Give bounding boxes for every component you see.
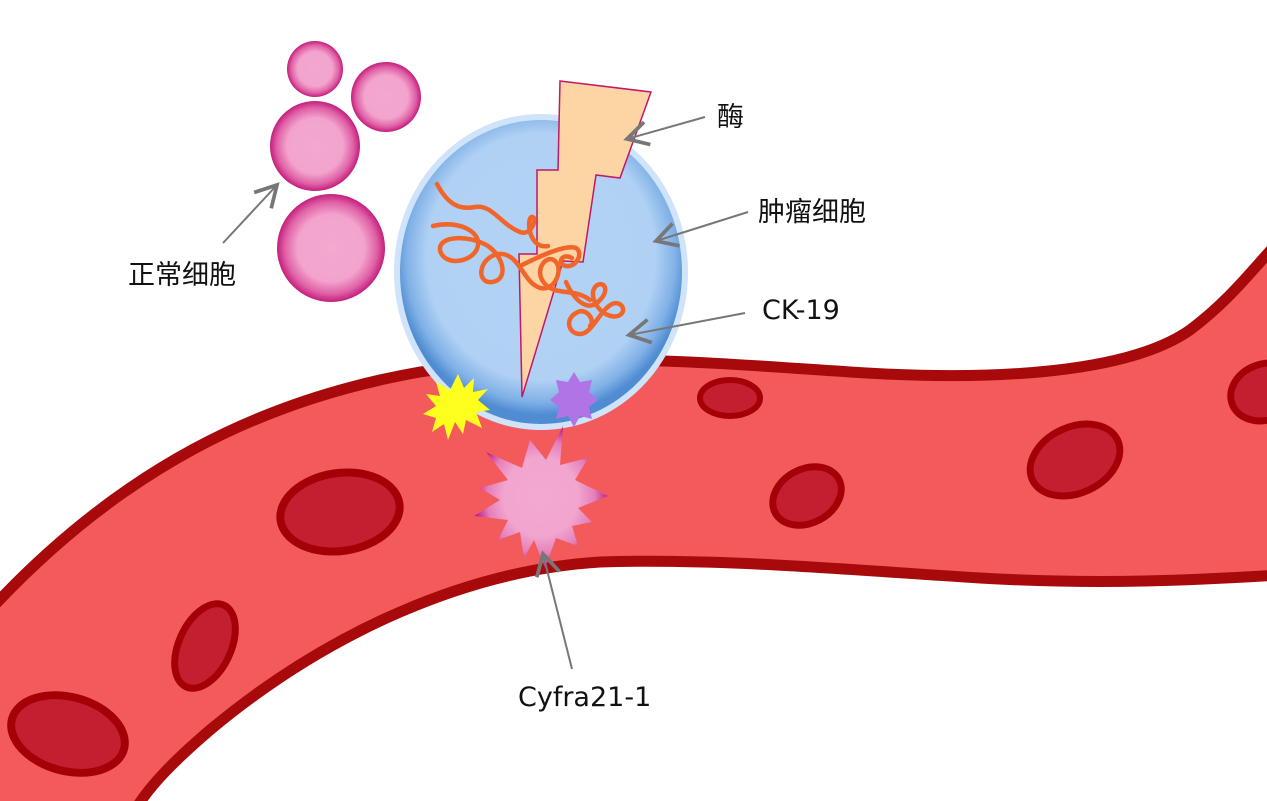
purple-star (550, 372, 598, 427)
tumor-arrow (652, 211, 749, 248)
ck19-filaments (430, 181, 626, 337)
enzyme-label: 酶 (717, 102, 744, 133)
enzyme-lightning (518, 80, 653, 398)
cyfra-arrow (535, 550, 573, 670)
tumor-cell-label: 肿瘤细胞 (758, 197, 866, 228)
normal-cells-label: 正常细胞 (128, 260, 236, 291)
red-blood-cells (7, 359, 1267, 777)
cyfra-starburst (474, 426, 608, 568)
yellow-starburst (423, 374, 490, 440)
cyfra21-1-label: Cyfra21-1 (518, 682, 652, 713)
blood-vessel (0, 246, 1267, 801)
enzyme-arrow (623, 116, 706, 147)
ck19-label: CK-19 (762, 295, 840, 326)
normal-cells (270, 41, 421, 302)
ck19-arrow (625, 312, 746, 345)
annotation-arrows (222, 116, 749, 670)
normal-arrow (222, 182, 280, 244)
